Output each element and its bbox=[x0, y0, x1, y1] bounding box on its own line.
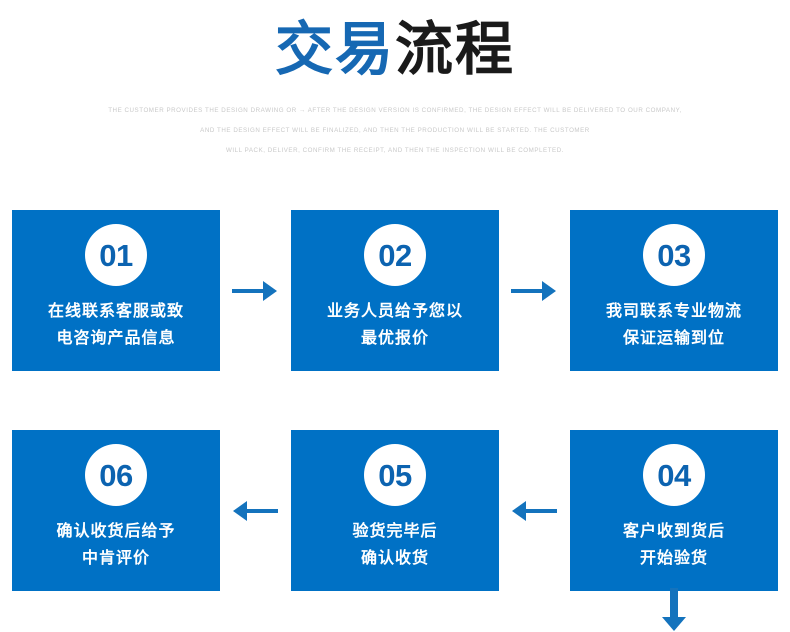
step-text-06-line2: 中肯评价 bbox=[81, 550, 150, 567]
step-number-circle-01: 01 bbox=[85, 224, 147, 286]
step-number-06: 06 bbox=[99, 457, 133, 493]
step-text-06-line1: 确认收货后给予 bbox=[56, 523, 176, 540]
flow-row-top: 01 在线联系客服或致 电咨询产品信息 02 业务人员给予您以 最优报价 0 bbox=[0, 210, 790, 371]
step-number-02: 02 bbox=[378, 237, 412, 273]
arrow-down-icon-step3-to-step4 bbox=[662, 588, 686, 631]
step-text-03: 我司联系专业物流 保证运输到位 bbox=[606, 298, 742, 352]
step-box-02: 02 业务人员给予您以 最优报价 bbox=[291, 210, 499, 371]
arrow-left-icon-step4-to-step5 bbox=[512, 501, 557, 521]
step-number-circle-02: 02 bbox=[364, 224, 426, 286]
step-text-01: 在线联系客服或致 电咨询产品信息 bbox=[48, 298, 184, 352]
step-text-06: 确认收货后给予 中肯评价 bbox=[56, 518, 175, 572]
subtitle-block: THE CUSTOMER PROVIDES THE DESIGN DRAWING… bbox=[0, 101, 790, 161]
step-text-02: 业务人员给予您以 最优报价 bbox=[327, 298, 463, 352]
arrow-right-icon-step2-to-step3 bbox=[511, 281, 556, 301]
step-text-05: 验货完毕后 确认收货 bbox=[352, 518, 437, 572]
step-text-04: 客户收到货后 开始验货 bbox=[623, 518, 725, 572]
step-box-04: 04 客户收到货后 开始验货 bbox=[570, 430, 778, 591]
step-number-circle-06: 06 bbox=[85, 444, 147, 506]
subtitle-line-1: THE CUSTOMER PROVIDES THE DESIGN DRAWING… bbox=[108, 106, 682, 114]
step-box-05: 05 验货完毕后 确认收货 bbox=[291, 430, 499, 591]
step-box-06: 06 确认收货后给予 中肯评价 bbox=[12, 430, 220, 591]
step-text-03-line1: 我司联系专业物流 bbox=[605, 303, 742, 320]
step-number-04: 04 bbox=[657, 457, 691, 493]
page-title-blue-part: 交易 bbox=[274, 17, 395, 82]
subtitle-line-2: AND THE DESIGN EFFECT WILL BE FINALIZED,… bbox=[200, 126, 590, 134]
page-header: 交易流程 THE CUSTOMER PROVIDES THE DESIGN DR… bbox=[0, 0, 790, 161]
page-title-dark-part: 流程 bbox=[395, 17, 516, 82]
step-text-04-line1: 客户收到货后 bbox=[622, 523, 725, 540]
step-number-05: 05 bbox=[378, 457, 412, 493]
step-text-01-line1: 在线联系客服或致 bbox=[47, 303, 184, 320]
step-text-02-line2: 最优报价 bbox=[360, 330, 429, 347]
step-text-03-line2: 保证运输到位 bbox=[622, 330, 725, 347]
step-number-circle-05: 05 bbox=[364, 444, 426, 506]
step-number-circle-04: 04 bbox=[643, 444, 705, 506]
step-number-circle-03: 03 bbox=[643, 224, 705, 286]
step-text-02-line1: 业务人员给予您以 bbox=[326, 303, 463, 320]
step-text-04-line2: 开始验货 bbox=[639, 550, 708, 567]
step-box-01: 01 在线联系客服或致 电咨询产品信息 bbox=[12, 210, 220, 371]
step-text-05-line2: 确认收货 bbox=[360, 550, 429, 567]
arrow-left-icon-step5-to-step6 bbox=[233, 501, 278, 521]
step-text-05-line1: 验货完毕后 bbox=[352, 523, 438, 540]
step-box-03: 03 我司联系专业物流 保证运输到位 bbox=[570, 210, 778, 371]
step-number-01: 01 bbox=[99, 237, 133, 273]
flow-row-bottom: 06 确认收货后给予 中肯评价 05 验货完毕后 确认收货 04 bbox=[0, 430, 790, 591]
page-title: 交易流程 bbox=[0, 17, 790, 83]
arrow-right-icon-step1-to-step2 bbox=[232, 281, 277, 301]
subtitle-line-3: WILL PACK, DELIVER, CONFIRM THE RECEIPT,… bbox=[225, 146, 564, 154]
flow-diagram: 01 在线联系客服或致 电咨询产品信息 02 业务人员给予您以 最优报价 0 bbox=[0, 210, 790, 631]
step-number-03: 03 bbox=[657, 237, 691, 273]
step-text-01-line2: 电咨询产品信息 bbox=[56, 330, 176, 347]
